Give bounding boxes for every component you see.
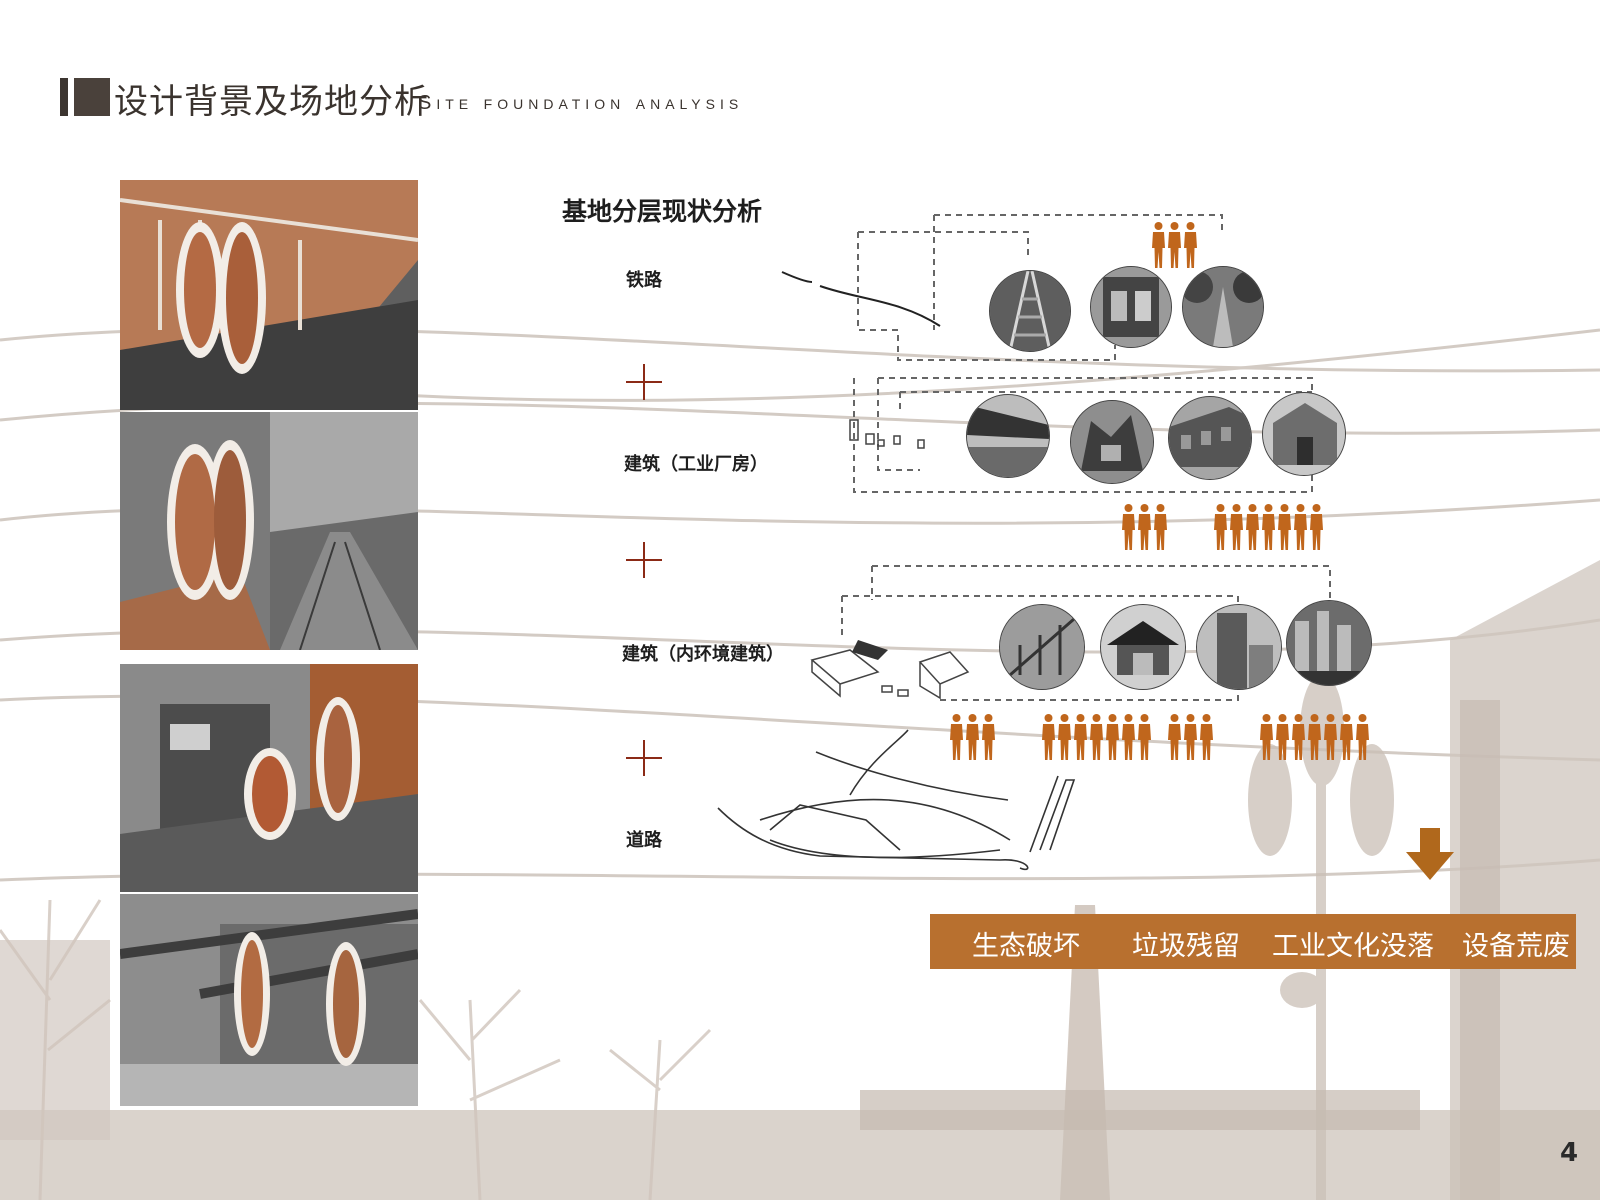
plus-sign bbox=[626, 542, 662, 578]
title-accent-block bbox=[74, 78, 110, 116]
page-number: 4 bbox=[1560, 1138, 1579, 1168]
plus-sign bbox=[626, 364, 662, 400]
person-icon bbox=[1090, 714, 1103, 760]
people-group bbox=[950, 714, 995, 760]
person-icon bbox=[1154, 504, 1167, 550]
people-group bbox=[1122, 504, 1167, 550]
person-icon bbox=[1042, 714, 1055, 760]
person-icon bbox=[1310, 504, 1323, 550]
circle-photo-rail-track bbox=[989, 270, 1071, 352]
person-icon bbox=[1106, 714, 1119, 760]
down-arrow-icon bbox=[1420, 828, 1440, 854]
person-icon bbox=[1356, 714, 1369, 760]
problem-item: 生态破坏 bbox=[972, 931, 1080, 962]
person-icon bbox=[1230, 504, 1243, 550]
person-icon bbox=[1324, 714, 1337, 760]
person-icon bbox=[1340, 714, 1353, 760]
person-icon bbox=[1294, 504, 1307, 550]
person-icon bbox=[950, 714, 963, 760]
person-icon bbox=[1184, 714, 1197, 760]
person-icon bbox=[966, 714, 979, 760]
people-group bbox=[1214, 504, 1323, 550]
down-arrow-head-icon bbox=[1406, 852, 1454, 880]
person-icon bbox=[1138, 714, 1151, 760]
person-icon bbox=[982, 714, 995, 760]
circle-photo-factory-shed bbox=[966, 394, 1050, 478]
person-icon bbox=[1214, 504, 1227, 550]
circle-photo-factory-hall bbox=[1262, 392, 1346, 476]
person-icon bbox=[1168, 714, 1181, 760]
layer-label-railway: 铁路 bbox=[626, 270, 662, 291]
person-icon bbox=[1152, 222, 1165, 268]
circle-photo-factory-machinery bbox=[1070, 400, 1154, 484]
problem-item: 设备荒废 bbox=[1462, 931, 1570, 962]
circle-photo-factory-warehouse bbox=[1168, 396, 1252, 480]
person-icon bbox=[1276, 714, 1289, 760]
photo-platform-group bbox=[120, 412, 418, 650]
circle-photo-inner-tower bbox=[1196, 604, 1282, 690]
title-accent-bar bbox=[60, 78, 68, 116]
circle-photo-rail-forest bbox=[1182, 266, 1264, 348]
person-icon bbox=[1278, 504, 1291, 550]
people-group bbox=[1042, 714, 1151, 760]
person-icon bbox=[1292, 714, 1305, 760]
person-icon bbox=[1074, 714, 1087, 760]
person-icon bbox=[1122, 504, 1135, 550]
problem-item: 工业文化没落 bbox=[1272, 931, 1434, 962]
layer-label-road: 道路 bbox=[626, 830, 662, 851]
problem-item: 垃圾残留 bbox=[1132, 931, 1240, 962]
analysis-title: 基地分层现状分析 bbox=[562, 197, 763, 226]
layer-label-factory: 建筑（工业厂房） bbox=[624, 454, 768, 475]
problem-banner: 生态破坏 垃圾残留 工业文化没落 设备荒废 bbox=[930, 914, 1576, 969]
person-icon bbox=[1260, 714, 1273, 760]
page-title: 设计背景及场地分析 bbox=[114, 82, 429, 122]
plus-sign bbox=[626, 740, 662, 776]
circle-photo-inner-stairs bbox=[999, 604, 1085, 690]
layer-label-inner-buildings: 建筑（内环境建筑） bbox=[622, 644, 784, 665]
photo-locomotive-workers bbox=[120, 664, 418, 892]
photo-elderly-walkers bbox=[120, 894, 418, 1106]
photo-railway-couple bbox=[120, 180, 418, 410]
circle-photo-inner-street bbox=[1286, 600, 1372, 686]
person-icon bbox=[1200, 714, 1213, 760]
person-icon bbox=[1262, 504, 1275, 550]
people-group bbox=[1168, 714, 1213, 760]
person-icon bbox=[1308, 714, 1321, 760]
person-icon bbox=[1168, 222, 1181, 268]
circle-photo-inner-pavilion bbox=[1100, 604, 1186, 690]
people-group bbox=[1260, 714, 1369, 760]
person-icon bbox=[1138, 504, 1151, 550]
person-icon bbox=[1058, 714, 1071, 760]
page-subtitle: Site foundation analysis bbox=[418, 92, 744, 114]
person-icon bbox=[1184, 222, 1197, 268]
people-group bbox=[1152, 222, 1197, 268]
person-icon bbox=[1246, 504, 1259, 550]
person-icon bbox=[1122, 714, 1135, 760]
circle-photo-rail-building bbox=[1090, 266, 1172, 348]
